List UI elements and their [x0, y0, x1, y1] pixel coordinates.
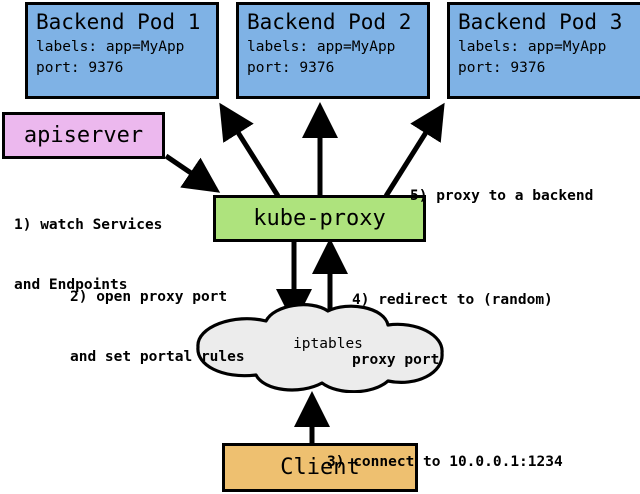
client-label: Client	[280, 454, 360, 480]
client-box[interactable]: Client	[222, 443, 418, 492]
backend-pod-3-title: Backend Pod 3	[458, 10, 623, 34]
step-5-annotation: 5) proxy to a backend	[410, 146, 593, 246]
step-4-annotation: 4) redirect to (random) proxy port	[352, 250, 553, 410]
backend-pod-3-box[interactable]: Backend Pod 3 labels: app=MyApp port: 93…	[447, 2, 640, 99]
backend-pod-1-title: Backend Pod 1	[36, 10, 201, 34]
backend-pod-1-box[interactable]: Backend Pod 1 labels: app=MyApp port: 93…	[25, 2, 219, 99]
arrow-apiserver-to-kubeproxy	[164, 153, 221, 193]
backend-pod-2-port: port: 9376	[247, 60, 335, 76]
arrow-kubeproxy-to-pod3	[383, 102, 445, 198]
step-3-line-1: 3) connect to 10.0.0.1:1234	[327, 454, 563, 470]
backend-pod-1-labels: labels: app=MyApp	[36, 39, 185, 55]
apiserver-box[interactable]: apiserver	[2, 112, 165, 159]
backend-pod-3-labels: labels: app=MyApp	[458, 39, 607, 55]
backend-pod-3-port: port: 9376	[458, 60, 546, 76]
step-2-line-1: 2) open proxy port	[70, 289, 228, 305]
backend-pod-2-title: Backend Pod 2	[247, 10, 412, 34]
kube-proxy-box[interactable]: kube-proxy	[213, 195, 426, 242]
step-3-annotation: 3) connect to 10.0.0.1:1234	[327, 412, 563, 494]
kube-proxy-label: kube-proxy	[253, 205, 386, 231]
iptables-cloud-shape[interactable]	[188, 303, 468, 393]
apiserver-label: apiserver	[23, 122, 144, 148]
step-5-line-1: 5) proxy to a backend	[410, 188, 594, 204]
backend-pod-1-port: port: 9376	[36, 60, 124, 76]
step-1-line-2: and Endpoints	[14, 277, 128, 293]
step-2-annotation: 2) open proxy port and set portal rules	[70, 247, 245, 407]
backend-pod-2-box[interactable]: Backend Pod 2 labels: app=MyApp port: 93…	[236, 2, 430, 99]
arrow-kubeproxy-to-pod1	[219, 102, 281, 198]
step-1-line-1: 1) watch Services	[14, 217, 163, 233]
step-2-line-2: and set portal rules	[70, 349, 245, 365]
step-1-annotation: 1) watch Services and Endpoints	[14, 175, 162, 335]
step-4-line-1: 4) redirect to (random)	[352, 292, 553, 308]
step-4-line-2: proxy port	[352, 352, 440, 368]
backend-pod-2-labels: labels: app=MyApp	[247, 39, 396, 55]
